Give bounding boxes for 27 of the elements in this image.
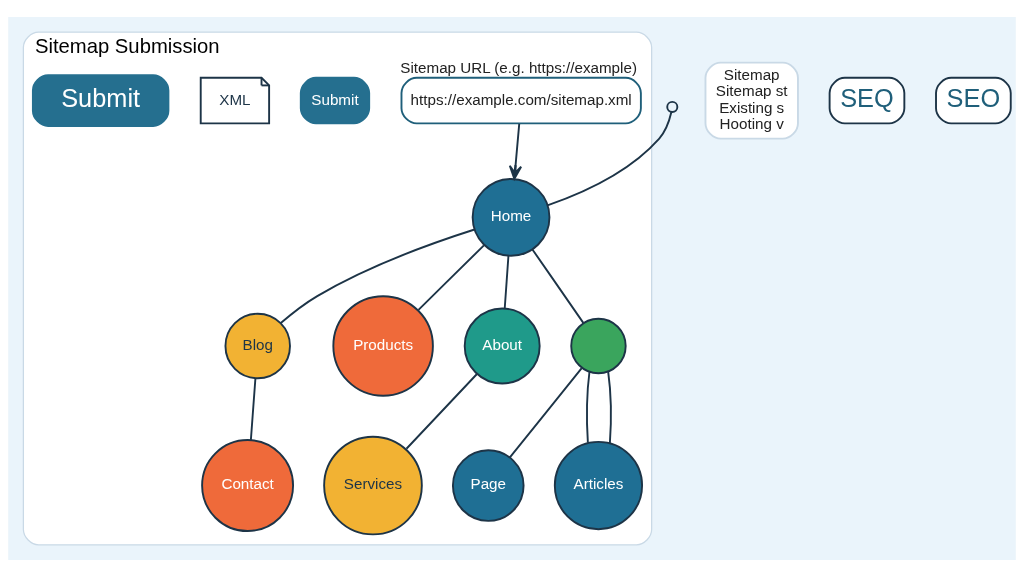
connector — [249, 376, 257, 441]
node-box: Sitemap Sitemap st Existing s Hooting v — [704, 61, 799, 140]
connector — [503, 254, 510, 309]
arrow — [508, 122, 523, 180]
node-box: SEQ — [828, 76, 906, 124]
node-circle: About — [463, 307, 541, 384]
connector — [546, 110, 673, 206]
node-box: SEO — [935, 76, 1012, 124]
node-circle: Blog — [224, 312, 291, 379]
node-box: Submit — [299, 76, 371, 124]
connector — [405, 372, 478, 450]
node-circle — [570, 317, 627, 374]
node-box: Submit — [31, 73, 170, 127]
connector — [586, 370, 591, 444]
node-circle: Home — [471, 177, 551, 257]
node-circle: Page — [451, 448, 525, 522]
node-circle: Products — [332, 294, 434, 397]
connector — [531, 248, 585, 324]
node-circle: Articles — [553, 440, 644, 530]
connector — [279, 228, 476, 324]
node-circle: Contact — [201, 438, 294, 532]
connector — [508, 366, 583, 459]
connector — [417, 243, 485, 311]
node-label: Sitemap URL (e.g. https://example) — [400, 58, 637, 76]
node-box: https://example.com/sitemap.xml — [400, 76, 642, 124]
connector — [607, 370, 612, 444]
node-circle: Services — [323, 435, 423, 535]
